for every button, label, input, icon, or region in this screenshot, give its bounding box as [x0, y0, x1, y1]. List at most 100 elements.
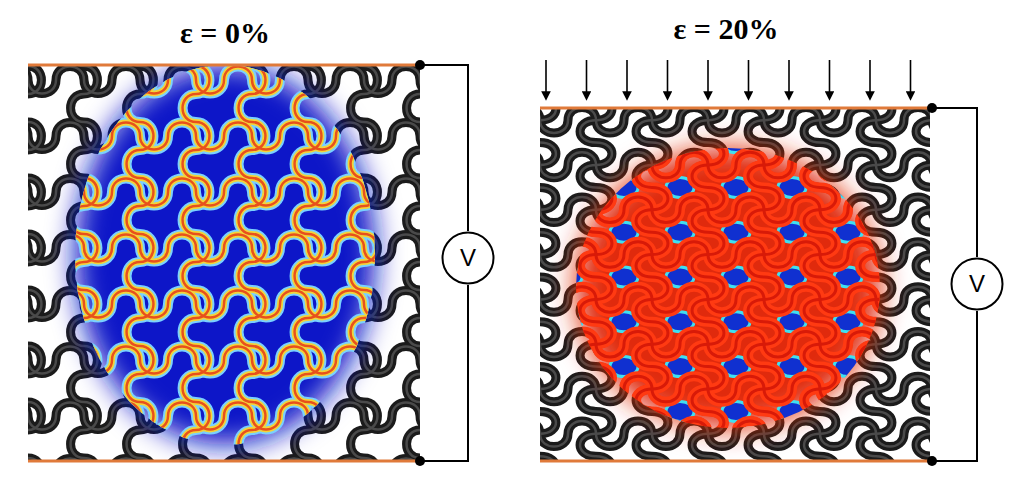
lattice-strut: [540, 152, 930, 178]
lattice-compressed: [540, 109, 930, 460]
wire: [932, 108, 977, 257]
field-spot: [554, 357, 582, 377]
terminal-dot: [415, 60, 425, 70]
load-arrows: [546, 60, 911, 96]
field-spot: [666, 133, 694, 153]
lattice-strut: [28, 123, 420, 150]
lattice-strut: [540, 109, 930, 133]
lattice-strut: [28, 459, 420, 460]
lattice-strut: [540, 287, 930, 313]
field-spot: [610, 446, 638, 460]
lattice-strut: [28, 179, 420, 206]
lattice-strut: [407, 66, 420, 460]
field-spot: [778, 133, 806, 153]
voltmeter-symbol: V: [460, 244, 476, 272]
load-arrow: [586, 60, 588, 96]
lattice-strut: [540, 109, 930, 133]
voltmeter-outline: [952, 259, 1003, 310]
lattice-strut: [239, 66, 266, 460]
voltmeter-outline: [443, 233, 494, 284]
field-spot: [554, 312, 582, 332]
lattice-strut: [28, 459, 420, 460]
field-spot: [890, 401, 918, 421]
load-arrow: [869, 60, 871, 96]
lattice-strut: [28, 235, 420, 262]
voltmeter-symbol: V: [969, 270, 985, 298]
wire: [932, 311, 977, 461]
lattice-strut: [28, 403, 420, 430]
lattice-strut: [28, 123, 420, 150]
field-spot: [554, 222, 582, 242]
load-arrow: [748, 60, 750, 96]
lattice-strut: [183, 66, 210, 460]
lattice-strut: [540, 152, 930, 178]
wires: [420, 65, 977, 461]
lattice-strut: [28, 67, 420, 94]
lattice-strut: [540, 197, 930, 223]
lattice-strut: [28, 179, 420, 206]
field-spot: [834, 133, 862, 153]
lattice-strut: [540, 376, 930, 402]
terminal-dot: [415, 456, 425, 466]
electrode: [540, 460, 932, 463]
lattice-strut: [28, 66, 41, 460]
field-spot: [778, 446, 806, 460]
lattice-strut: [28, 403, 420, 430]
lattice-strut: [28, 123, 420, 150]
lattice-strut: [28, 67, 420, 94]
lattice-strut: [28, 347, 420, 374]
electrode: [540, 107, 932, 110]
lattice-strut: [540, 109, 556, 460]
lattice-strut: [28, 235, 420, 262]
lattice-strut: [71, 66, 98, 460]
field-spot: [890, 267, 918, 287]
field-spot: [610, 401, 638, 421]
field-spot: [722, 446, 750, 460]
lattice-strut: [28, 67, 420, 94]
voltmeter: V: [441, 231, 495, 285]
lattice-strut: [28, 403, 420, 430]
strain-label: ε = 0%: [180, 16, 270, 50]
field-spot: [610, 133, 638, 153]
lattice-strut: [351, 66, 378, 460]
load-arrow: [667, 60, 669, 96]
load-arrow: [707, 60, 709, 96]
lattice-strut: [540, 109, 930, 133]
lattice-strut: [636, 109, 668, 460]
lattice-strut: [540, 421, 930, 447]
lattice-strut: [295, 66, 322, 460]
field-spot: [890, 357, 918, 377]
lattice-strut: [540, 197, 930, 223]
lattice-strut: [28, 235, 420, 262]
lattice-strut: [28, 66, 41, 460]
lattice-strut: [540, 421, 930, 447]
wire: [420, 65, 468, 231]
lattice-strut: [407, 66, 420, 460]
lattice-strut: [28, 291, 420, 318]
field-spot: [890, 446, 918, 460]
field-spot: [554, 133, 582, 153]
field-spot: [554, 177, 582, 197]
lattice-strut: [540, 109, 556, 460]
lattice-strut: [540, 331, 930, 357]
lattice-strut: [916, 109, 930, 460]
lattice-strut: [28, 347, 420, 374]
wire: [420, 285, 468, 461]
lattice-strut: [28, 179, 420, 206]
lattice-strut: [28, 291, 420, 318]
lattice-strut: [540, 376, 930, 402]
lattice-strut: [28, 403, 420, 430]
lattice-strut: [540, 197, 930, 223]
lattice-strut: [28, 291, 420, 318]
lattice-strut: [28, 347, 420, 374]
voltmeter: V: [950, 257, 1004, 311]
field-spot: [890, 222, 918, 242]
field-spot: [890, 177, 918, 197]
lattice-strut: [28, 66, 41, 460]
load-arrow: [910, 60, 912, 96]
electrode: [28, 64, 420, 67]
terminals: [415, 60, 937, 466]
strain-label: ε = 20%: [674, 12, 779, 46]
